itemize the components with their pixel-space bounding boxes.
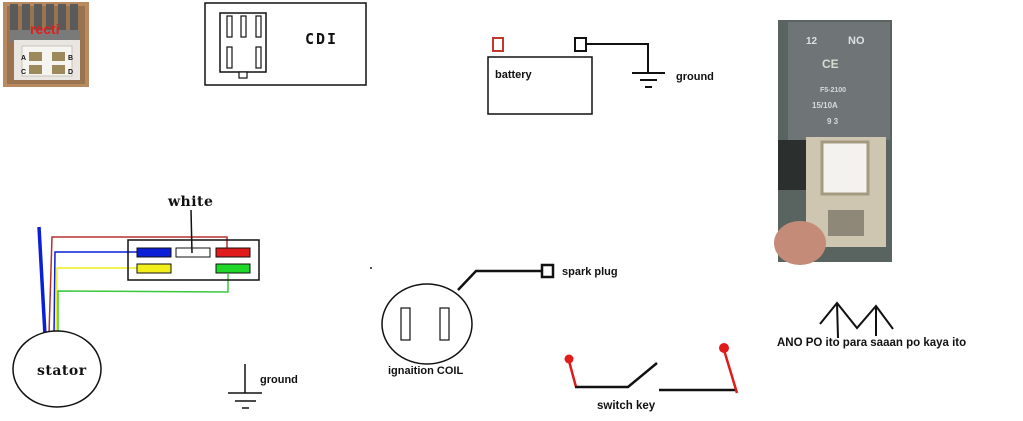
connector-slot-white (175, 247, 211, 258)
ignition-coil-body (381, 283, 473, 365)
relay-text-line-4: F5-2100 (820, 87, 846, 94)
battery-positive-terminal (492, 37, 504, 52)
relay-text-line-2: NO (848, 35, 865, 47)
cdi-pin (255, 15, 262, 38)
rectifier-pin-d (52, 65, 65, 74)
stator-circle (12, 330, 102, 408)
relay-photo: 12 NO CE F5-2100 15/10A 9 3 (774, 18, 893, 265)
rectifier-pin-d-label: D (68, 69, 73, 76)
battery-body (487, 56, 593, 115)
zigzag-leg-1 (836, 302, 839, 339)
relay-text-line-1: 12 (806, 36, 818, 47)
spark-plug-label: spark plug (562, 266, 618, 278)
ignition-coil: spark plug ignaition COIL (381, 263, 618, 377)
stray-dot (370, 267, 372, 269)
question-text: ANO PO ito para saaan po kaya ito (777, 337, 966, 349)
connector-slot-red (215, 247, 251, 258)
switch-contact-open (575, 362, 658, 389)
battery-ground-wire (586, 43, 649, 73)
cdi-pin (240, 15, 247, 38)
heatsink-base (10, 30, 80, 42)
zigzag-sketch (819, 301, 894, 330)
ignition-coil-label: ignaition COIL (388, 365, 463, 377)
battery: battery ground (487, 37, 714, 115)
cdi-latch (238, 71, 248, 79)
switch-red-lead-right (722, 349, 739, 394)
cdi-pin (226, 46, 233, 69)
switch-red-lead-left (567, 360, 578, 388)
regulator-connector (127, 239, 260, 281)
cdi-label: CDI (305, 30, 338, 48)
ground-symbol-stator (228, 364, 262, 409)
rectifier-pin-c-label: C (21, 69, 26, 76)
battery-label: battery (495, 69, 533, 81)
switch-key-label: switch key (597, 400, 656, 412)
rectifier-pin-c (29, 65, 42, 74)
cdi-pin (255, 46, 262, 69)
connector-slot-green (215, 263, 251, 274)
relay-shadow (778, 140, 806, 190)
stator: stator (12, 330, 102, 408)
spark-plug-wire (457, 269, 543, 291)
rectifier-label: recti (30, 21, 60, 37)
ground-symbol-battery (632, 72, 665, 88)
relay-body (788, 22, 890, 140)
relay-text-line-6: 9 3 (827, 117, 839, 126)
connector-slot-yellow (136, 263, 172, 274)
finger (774, 221, 826, 265)
relay-text-line-5: 15/10A (812, 101, 838, 110)
white-label: white (167, 194, 213, 210)
question-sketch: ANO PO ito para saaan po kaya ito (777, 301, 966, 349)
rectifier-pin-a-label: A (21, 55, 26, 62)
cdi-pin (226, 15, 233, 38)
stator-blue-thick-wire (37, 226, 47, 336)
ignition-coil-terminal (439, 307, 450, 341)
white-pointer-line (190, 209, 193, 254)
regulator-connector-assembly: white (37, 194, 260, 336)
rectifier-pin-b (52, 52, 65, 61)
green-wire (57, 274, 229, 334)
relay-text-line-3: CE (822, 57, 839, 71)
stator-label: stator (37, 363, 87, 379)
connector-slot-blue (136, 247, 172, 258)
spark-plug-terminal (540, 263, 555, 279)
battery-ground-label: ground (676, 71, 714, 83)
rectifier-photo: recti A B C D (3, 2, 89, 87)
stator-ground-label: ground (260, 374, 298, 386)
relay-connector-bottom (828, 210, 864, 236)
heatsink-fins (10, 4, 78, 40)
switch-key: switch key (564, 343, 739, 412)
yellow-wire (55, 267, 137, 335)
cdi-unit: CDI (204, 2, 367, 86)
relay-connector-slot (820, 140, 870, 196)
rectifier-pin-a (29, 52, 42, 61)
rectifier-pin-b-label: B (68, 55, 73, 62)
battery-negative-terminal (574, 37, 587, 52)
switch-red-terminal-right (719, 343, 729, 353)
red-wire (48, 236, 228, 335)
switch-red-terminal-left (564, 354, 574, 364)
ignition-coil-terminal (400, 307, 411, 341)
blue-wire (53, 251, 137, 335)
